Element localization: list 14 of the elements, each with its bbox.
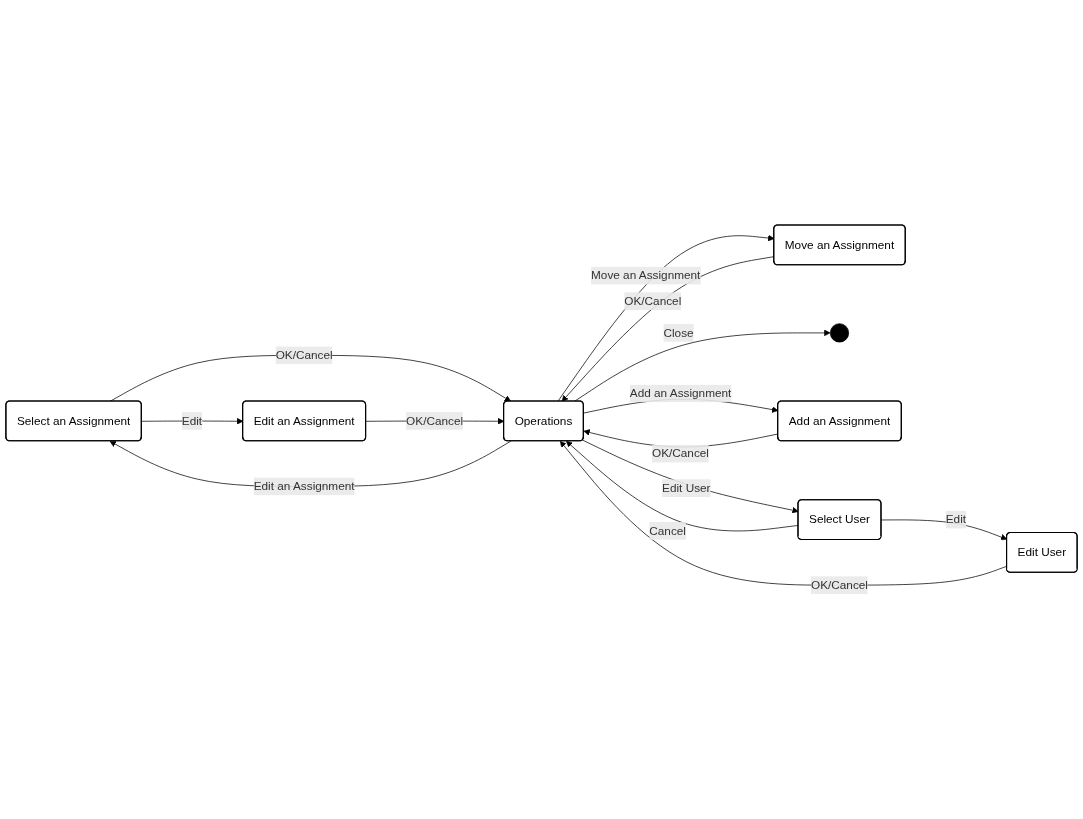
edge-label: OK/Cancel: [275, 348, 333, 362]
node-circle: [829, 323, 850, 343]
edge-label: Edit: [945, 512, 967, 526]
edge-label: OK/Cancel: [624, 294, 682, 308]
edge-label: OK/Cancel: [651, 447, 709, 460]
edge-label: Move an Assignment: [591, 269, 701, 282]
edge-label: Add an Assignment: [629, 386, 732, 400]
edge-label: Edit an Assignment: [253, 479, 355, 493]
edge-label: Close: [663, 326, 694, 339]
edge-label: Edit User: [662, 481, 711, 494]
edge-label: OK/Cancel: [406, 414, 464, 427]
edge-label: Edit: [181, 414, 203, 427]
edge-label: Cancel: [649, 524, 686, 537]
edge-label: OK/Cancel: [811, 578, 868, 592]
